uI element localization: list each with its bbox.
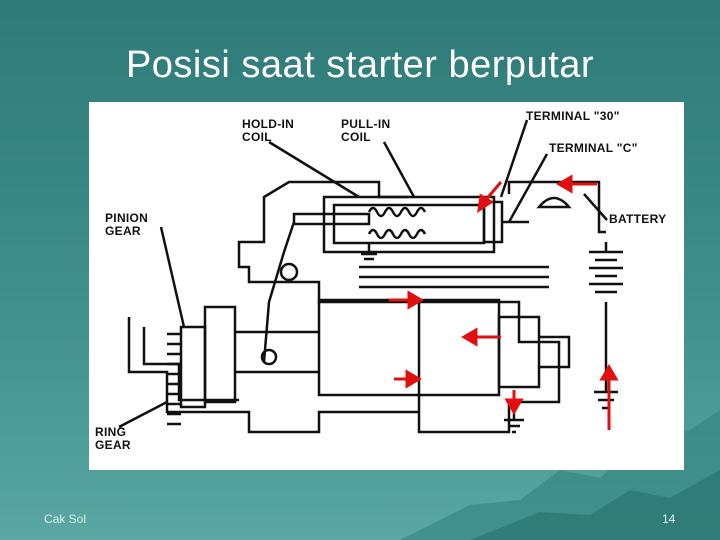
page-number: 14	[662, 512, 676, 526]
label-pull-in-coil: PULL-IN COIL	[341, 117, 391, 144]
starter-diagram: HOLD-IN COIL PULL-IN COIL TERMINAL "30" …	[89, 102, 684, 470]
label-pinion-gear: PINION GEAR	[105, 211, 149, 238]
label-battery: BATTERY	[609, 212, 667, 226]
label-terminal-30: TERMINAL "30"	[526, 109, 620, 123]
starter-schematic	[118, 119, 623, 434]
footer-author: Cak Sol	[44, 512, 87, 526]
slide-title: Posisi saat starter berputar	[125, 44, 595, 86]
current-flow-arrows	[389, 174, 619, 430]
label-hold-in-coil: HOLD-IN COIL	[242, 117, 295, 144]
label-terminal-c: TERMINAL "C"	[549, 141, 638, 155]
label-ring-gear: RING GEAR	[95, 425, 131, 452]
